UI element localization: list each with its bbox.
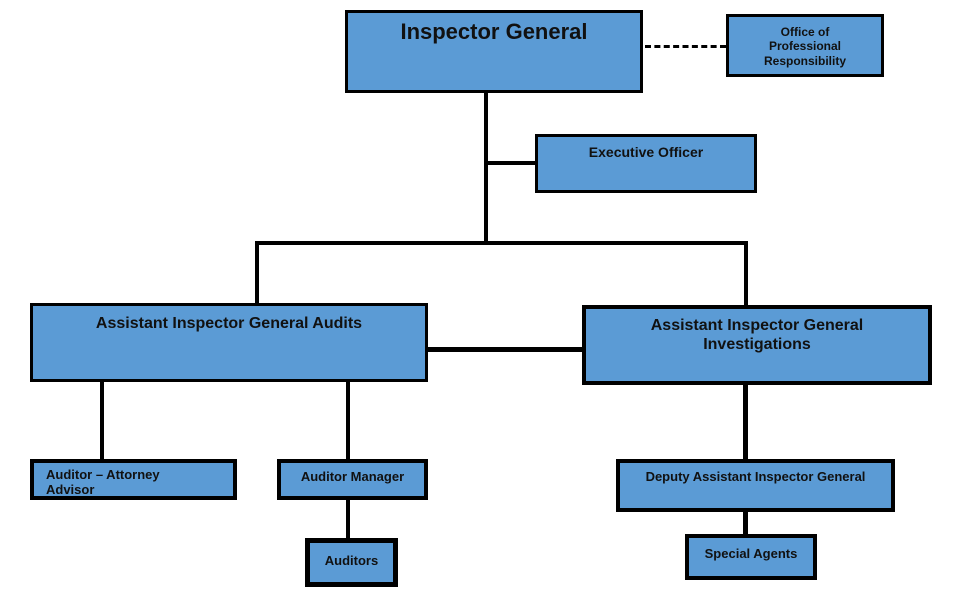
connector-audits-advisor bbox=[100, 382, 104, 459]
org-box-auditors: Auditors bbox=[305, 538, 398, 587]
connector-investigations-deputy bbox=[743, 385, 748, 459]
connector-manager-auditors bbox=[346, 500, 350, 538]
org-box-inspector-general: Inspector General bbox=[345, 10, 643, 93]
connector-audits-investigations bbox=[428, 347, 582, 352]
connector-deputy-special-agents bbox=[743, 512, 748, 534]
org-box-deputy-assistant-inspector-general: Deputy Assistant Inspector General bbox=[616, 459, 895, 512]
connector-audits-manager bbox=[346, 382, 350, 459]
org-box-office-of-professional-responsibility: Office of Professional Responsibility bbox=[726, 14, 884, 77]
org-box-special-agents: Special Agents bbox=[685, 534, 817, 580]
org-box-auditor-attorney-advisor: Auditor – Attorney Advisor bbox=[30, 459, 237, 500]
org-box-assistant-inspector-general-investigations: Assistant Inspector General Investigatio… bbox=[582, 305, 932, 385]
connector-branch-left-vertical bbox=[255, 243, 259, 303]
org-box-assistant-inspector-general-audits: Assistant Inspector General Audits bbox=[30, 303, 428, 382]
connector-ig-executive-officer bbox=[486, 161, 535, 165]
connector-ig-main-vertical bbox=[484, 93, 488, 243]
org-box-executive-officer: Executive Officer bbox=[535, 134, 757, 193]
connector-branch-horizontal bbox=[255, 241, 748, 245]
connector-ig-opr-dashed bbox=[645, 45, 726, 48]
connector-branch-right-vertical bbox=[744, 243, 748, 305]
org-box-auditor-manager: Auditor Manager bbox=[277, 459, 428, 500]
